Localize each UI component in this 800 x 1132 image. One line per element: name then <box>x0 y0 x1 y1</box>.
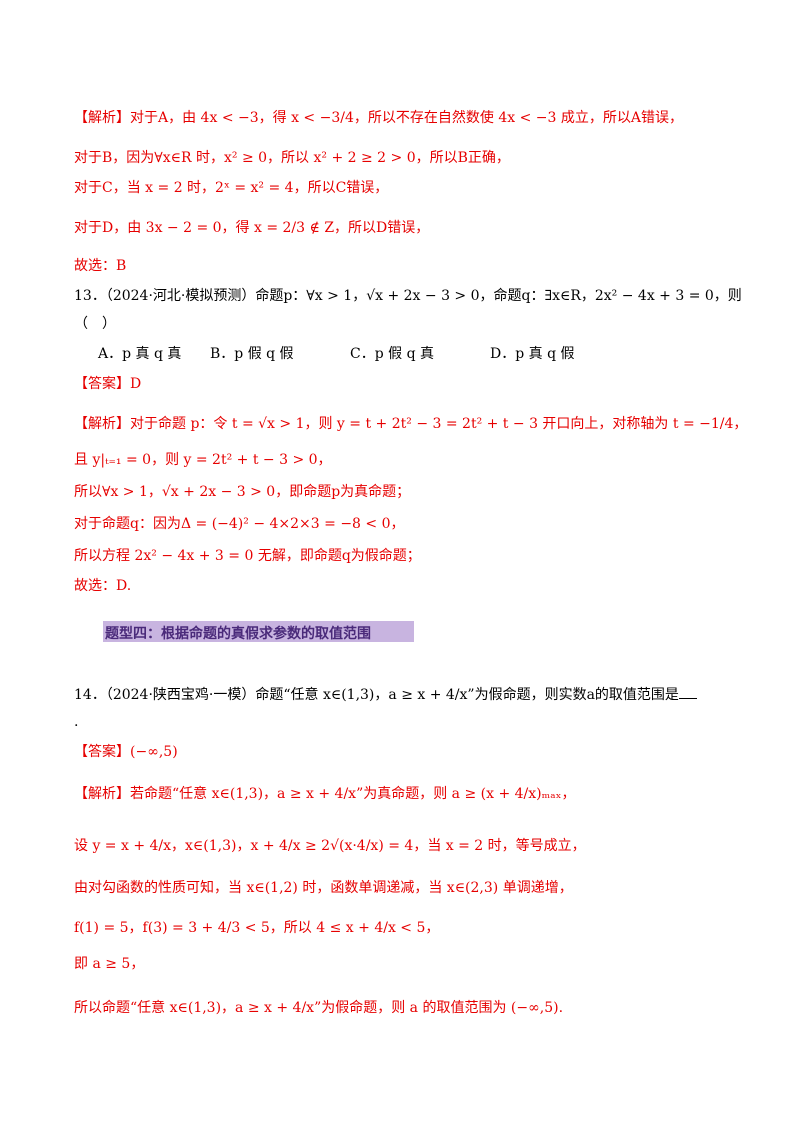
analysis-12-line-1: 【解析】对于A，由 4x < −3，得 x < −3/4，所以不存在自然数使 4… <box>74 110 683 126</box>
option-a: A．p 真 q 真 <box>98 346 182 362</box>
question-14-stem: 14．（2024·陕西宝鸡·一模）命题“任意 x∈(1,3)，a ≥ x + 4… <box>74 686 697 704</box>
analysis-13-line-5: 所以方程 2x² − 4x + 3 = 0 无解，即命题q为假命题； <box>74 548 421 564</box>
analysis-13-line-1: 【解析】对于命题 p：令 t = √x > 1，则 y = t + 2t² − … <box>74 416 748 432</box>
analysis-14-line-3: 由对勾函数的性质可知，当 x∈(1,2) 时，函数单调递减，当 x∈(2,3) … <box>74 880 573 896</box>
analysis-12-line-2: 对于B，因为∀x∈R 时，x² ≥ 0，所以 x² + 2 ≥ 2 > 0，所以… <box>74 150 510 166</box>
analysis-14-line-4: f(1) = 5，f(3) = 3 + 4/3 < 5，所以 4 ≤ x + 4… <box>74 920 440 936</box>
option-c: C．p 假 q 真 <box>350 346 434 362</box>
answer-blank <box>678 686 697 699</box>
question-14-text: 14．（2024·陕西宝鸡·一模）命题“任意 x∈(1,3)，a ≥ x + 4… <box>74 687 679 703</box>
analysis-14-line-1: 【解析】若命题“任意 x∈(1,3)，a ≥ x + 4/x”为真命题，则 a … <box>74 786 576 802</box>
question-13-stem: 13．（2024·河北·模拟预测）命题p：∀x > 1，√x + 2x − 3 … <box>74 288 742 304</box>
analysis-12-line-3: 对于C，当 x = 2 时，2ˣ = x² = 4，所以C错误， <box>74 180 389 196</box>
analysis-13-line-3: 所以∀x > 1，√x + 2x − 3 > 0，即命题p为真命题； <box>74 484 411 500</box>
answer-12-choice: 故选：B <box>74 258 127 274</box>
answer-14: 【答案】(−∞,5) <box>74 744 178 760</box>
analysis-12-line-4: 对于D，由 3x − 2 = 0，得 x = 2/3 ∉ Z，所以D错误， <box>74 220 430 236</box>
option-b: B．p 假 q 假 <box>210 346 294 362</box>
analysis-13-line-4: 对于命题q：因为Δ = (−4)² − 4×2×3 = −8 < 0， <box>74 516 405 532</box>
analysis-13-line-2: 且 y|ₜ₌₁ = 0，则 y = 2t² + t − 3 > 0， <box>74 452 332 468</box>
section-heading: 题型四：根据命题的真假求参数的取值范围 <box>103 621 414 642</box>
section-heading-text: 题型四：根据命题的真假求参数的取值范围 <box>105 626 371 642</box>
option-d: D．p 真 q 假 <box>490 346 575 362</box>
analysis-14-line-5: 即 a ≥ 5， <box>74 956 145 972</box>
question-13-bracket: （ ） <box>74 316 116 332</box>
answer-13: 【答案】D <box>74 376 142 392</box>
analysis-14-line-6: 所以命题“任意 x∈(1,3)，a ≥ x + 4/x”为假命题，则 a 的取值… <box>74 1000 564 1016</box>
question-14-dot: . <box>74 714 79 730</box>
analysis-14-line-2: 设 y = x + 4/x，x∈(1,3)，x + 4/x ≥ 2√(x·4/x… <box>74 838 586 854</box>
answer-13-choice: 故选：D. <box>74 578 132 594</box>
